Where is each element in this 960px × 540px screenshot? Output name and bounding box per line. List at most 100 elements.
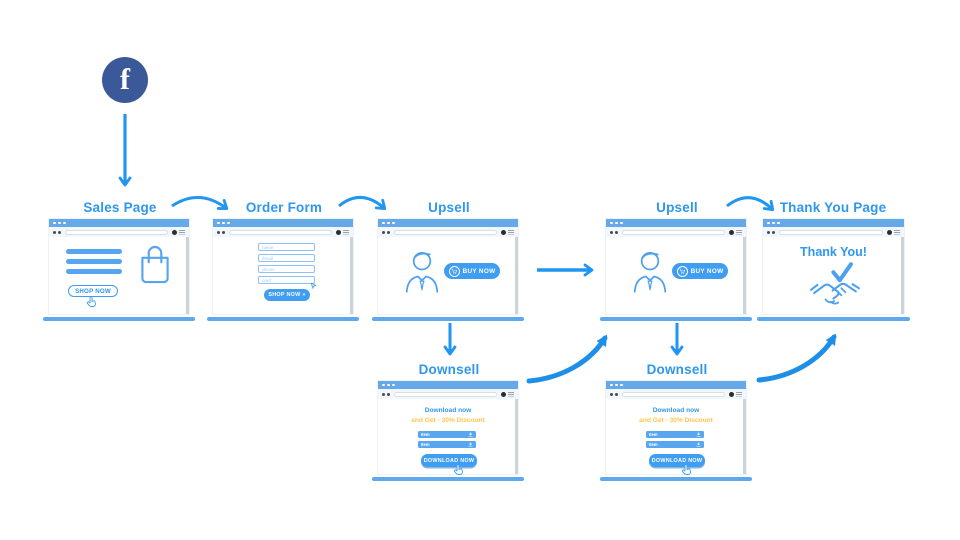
- download-now-button[interactable]: DOWNLOAD NOW: [649, 454, 705, 467]
- text-line: [66, 269, 122, 274]
- back-icon: [610, 230, 613, 234]
- download-icon: [468, 442, 473, 447]
- text-line: [66, 259, 122, 264]
- sales-page-window: SHOP NOW: [48, 218, 190, 315]
- window-titlebar: [763, 219, 904, 227]
- footer-bar: [600, 477, 752, 481]
- window-dot: [620, 221, 623, 225]
- window-dot: [615, 221, 618, 225]
- back-icon: [382, 392, 385, 396]
- window-dot: [227, 221, 230, 225]
- back-icon: [767, 230, 770, 234]
- window-dot: [382, 221, 385, 225]
- download-icon: [696, 432, 701, 437]
- buy-now-label: BUY NOW: [690, 267, 724, 275]
- name-field[interactable]: name: [258, 243, 315, 251]
- shop-now-submit-button[interactable]: SHOP NOW »: [264, 289, 310, 301]
- back-icon: [53, 230, 56, 234]
- menu-icon: [508, 391, 514, 397]
- window-dot: [620, 383, 623, 387]
- cart-icon: [448, 265, 460, 277]
- arrow-downsell2-to-thankyou: [756, 333, 837, 383]
- window-dot: [58, 221, 61, 225]
- item-label: Item: [421, 432, 430, 437]
- window-titlebar: [606, 381, 746, 389]
- menu-icon: [736, 391, 742, 397]
- window-titlebar: [49, 219, 189, 227]
- facebook-letter: f: [120, 63, 130, 96]
- window-dot: [610, 383, 613, 387]
- download-item-row[interactable]: Item: [418, 441, 476, 448]
- download-now-button[interactable]: DOWNLOAD NOW: [421, 454, 477, 467]
- address-bar: [606, 389, 746, 399]
- downsell-discount-line: and Get - 30% Discount: [411, 417, 485, 424]
- card-field[interactable]: card: [258, 276, 315, 284]
- upsell1-window: BUY NOW: [377, 218, 519, 315]
- buy-now-button[interactable]: BUY NOW: [672, 263, 728, 279]
- profile-icon: [887, 229, 892, 235]
- handshake-check-icon: [809, 262, 861, 305]
- download-item-row[interactable]: Item: [418, 431, 476, 438]
- footer-bar: [600, 317, 752, 321]
- downsell2-label: Downsell: [646, 362, 708, 377]
- arrow-downsell1-to-upsell2: [526, 334, 608, 384]
- window-dot: [222, 221, 225, 225]
- window-dot: [387, 383, 390, 387]
- upsell1-label: Upsell: [428, 200, 470, 215]
- address-bar: [606, 227, 746, 237]
- buy-now-button[interactable]: BUY NOW: [444, 263, 500, 279]
- window-dot: [382, 383, 385, 387]
- phone-field[interactable]: phone: [258, 265, 315, 273]
- email-field[interactable]: email: [258, 254, 315, 262]
- window-dot: [777, 221, 780, 225]
- forward-icon: [615, 230, 618, 234]
- profile-icon: [501, 391, 506, 397]
- thank-you-page-label: Thank You Page: [779, 200, 887, 215]
- download-icon: [696, 442, 701, 447]
- downsell-discount-line: and Get - 30% Discount: [639, 417, 713, 424]
- url-field: [622, 229, 725, 235]
- cursor-arrow-icon: [310, 282, 317, 289]
- address-bar: [213, 227, 353, 237]
- sales-page-label: Sales Page: [83, 200, 157, 215]
- forward-icon: [772, 230, 775, 234]
- profile-icon: [336, 229, 341, 235]
- address-bar: [378, 389, 518, 399]
- menu-icon: [508, 229, 514, 235]
- download-icon: [468, 432, 473, 437]
- address-bar: [49, 227, 189, 237]
- person-icon: [633, 251, 667, 293]
- footer-bar: [372, 317, 524, 321]
- upsell2-label: Upsell: [656, 200, 698, 215]
- window-dot: [217, 221, 220, 225]
- person-icon: [405, 251, 439, 293]
- hand-cursor-icon: [86, 296, 96, 307]
- window-dot: [53, 221, 56, 225]
- scrollbar: [515, 399, 518, 474]
- address-bar: [378, 227, 518, 237]
- scrollbar: [515, 237, 518, 314]
- item-label: Item: [421, 442, 430, 447]
- menu-icon: [894, 229, 900, 235]
- window-dot: [610, 221, 613, 225]
- window-titlebar: [378, 219, 518, 227]
- thank-you-message: Thank You!: [800, 245, 867, 259]
- shopping-bag-icon: [141, 245, 169, 284]
- buy-now-label: BUY NOW: [462, 267, 496, 275]
- scrollbar: [186, 237, 189, 314]
- back-icon: [217, 230, 220, 234]
- footer-bar: [207, 317, 359, 321]
- window-titlebar: [378, 381, 518, 389]
- download-item-row[interactable]: Item: [646, 441, 704, 448]
- menu-icon: [736, 229, 742, 235]
- forward-icon: [615, 392, 618, 396]
- window-dot: [392, 383, 395, 387]
- downsell1-window: Download now and Get - 30% Discount Item…: [377, 380, 519, 475]
- forward-icon: [58, 230, 61, 234]
- address-bar: [763, 227, 904, 237]
- download-item-row[interactable]: Item: [646, 431, 704, 438]
- shop-now-button[interactable]: SHOP NOW: [68, 285, 118, 297]
- thank-you-window: Thank You!: [762, 218, 905, 315]
- item-label: Item: [649, 442, 658, 447]
